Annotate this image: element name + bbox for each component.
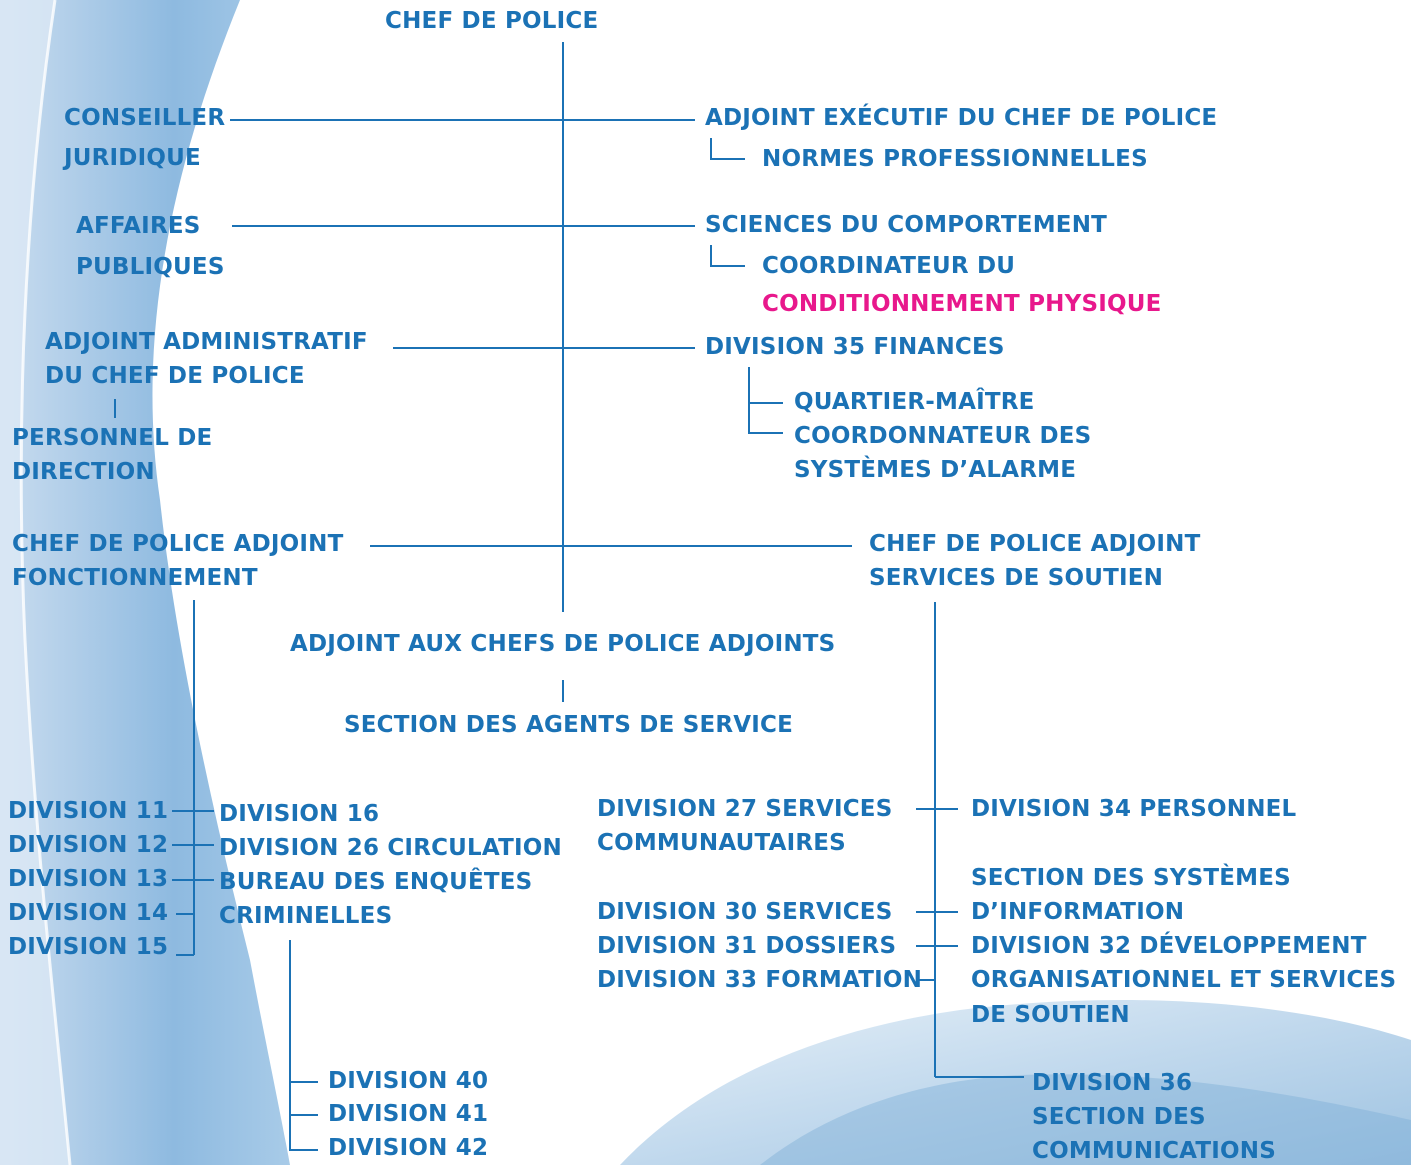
node-division-36-line3: COMMUNICATIONS <box>1032 1138 1276 1164</box>
node-management-staff-line1: PERSONNEL DE <box>12 425 213 451</box>
node-fitness-coordinator-line1: COORDINATEUR DU <box>762 253 1016 279</box>
node-info-systems-line2: D’INFORMATION <box>971 899 1185 925</box>
node-division-33: DIVISION 33 FORMATION <box>597 967 923 993</box>
node-division-11: DIVISION 11 <box>8 798 169 824</box>
node-division-27-line2: COMMUNAUTAIRES <box>597 830 846 856</box>
node-division-30: DIVISION 30 SERVICES <box>597 899 893 925</box>
node-division-36-line1: DIVISION 36 <box>1032 1070 1193 1096</box>
node-division-32-line2: ORGANISATIONNEL ET SERVICES <box>971 967 1397 993</box>
node-management-staff-line2: DIRECTION <box>12 459 155 485</box>
node-cib-line1: BUREAU DES ENQUÊTES <box>219 869 533 895</box>
node-division-14: DIVISION 14 <box>8 900 169 926</box>
node-division-36-line2: SECTION DES <box>1032 1104 1206 1130</box>
node-division-40: DIVISION 40 <box>328 1068 489 1094</box>
node-executive-assistant: ADJOINT EXÉCUTIF DU CHEF DE POLICE <box>705 105 1218 131</box>
node-behavioural-sciences: SCIENCES DU COMPORTEMENT <box>705 212 1108 238</box>
node-deputy-operations-line2: FONCTIONNEMENT <box>12 565 258 591</box>
node-chief: CHEF DE POLICE <box>385 8 599 34</box>
node-division-27-line1: DIVISION 27 SERVICES <box>597 796 893 822</box>
node-info-systems-line1: SECTION DES SYSTÈMES <box>971 865 1291 891</box>
node-division-12: DIVISION 12 <box>8 832 169 858</box>
node-alarm-coordinator-line1: COORDONNATEUR DES <box>794 423 1092 449</box>
node-cib-line2: CRIMINELLES <box>219 903 393 929</box>
node-fitness-coordinator-line2: CONDITIONNEMENT PHYSIQUE <box>762 291 1162 317</box>
left-swoosh-highlight <box>0 0 70 1165</box>
node-legal-counsel-line2: JURIDIQUE <box>64 145 201 171</box>
node-public-affairs-line2: PUBLIQUES <box>76 254 225 280</box>
node-legal-counsel-line1: CONSEILLER <box>64 105 226 131</box>
node-staff-section: SECTION DES AGENTS DE SERVICE <box>344 712 794 738</box>
node-division-15: DIVISION 15 <box>8 934 169 960</box>
node-assistant-to-deputies: ADJOINT AUX CHEFS DE POLICE ADJOINTS <box>290 631 836 657</box>
node-deputy-support-line2: SERVICES DE SOUTIEN <box>869 565 1164 591</box>
node-admin-assistant-line2: DU CHEF DE POLICE <box>45 363 305 389</box>
node-alarm-coordinator-line2: SYSTÈMES D’ALARME <box>794 457 1077 483</box>
node-division-26: DIVISION 26 CIRCULATION <box>219 835 562 861</box>
node-division-13: DIVISION 13 <box>8 866 169 892</box>
node-division-34: DIVISION 34 PERSONNEL <box>971 796 1297 822</box>
node-division-32-line3: DE SOUTIEN <box>971 1002 1130 1028</box>
connectors <box>114 42 1024 1151</box>
left-swoosh-stroke <box>19 0 72 1165</box>
node-division-16: DIVISION 16 <box>219 801 380 827</box>
node-division-42: DIVISION 42 <box>328 1135 489 1161</box>
photo-corner <box>620 1000 1411 1165</box>
node-professional-standards: NORMES PROFESSIONNELLES <box>762 146 1148 172</box>
node-quartermaster: QUARTIER-MAÎTRE <box>794 389 1035 415</box>
node-deputy-operations-line1: CHEF DE POLICE ADJOINT <box>12 531 344 557</box>
left-swoosh <box>0 0 290 1165</box>
node-division-31: DIVISION 31 DOSSIERS <box>597 933 897 959</box>
node-deputy-support-line1: CHEF DE POLICE ADJOINT <box>869 531 1201 557</box>
node-public-affairs-line1: AFFAIRES <box>76 213 201 239</box>
node-admin-assistant-line1: ADJOINT ADMINISTRATIF <box>45 329 368 355</box>
node-division-32-line1: DIVISION 32 DÉVELOPPEMENT <box>971 933 1367 959</box>
node-division-35: DIVISION 35 FINANCES <box>705 334 1005 360</box>
node-division-41: DIVISION 41 <box>328 1101 489 1127</box>
